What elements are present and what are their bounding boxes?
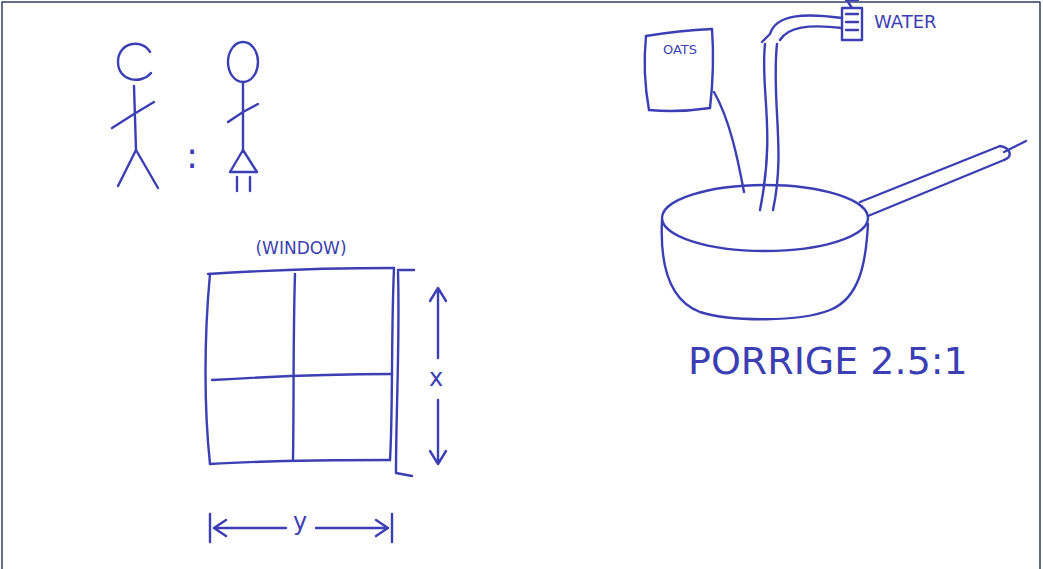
outline-stroke	[212, 374, 392, 380]
leader-line	[714, 92, 744, 192]
packet-label: OATS	[640, 26, 720, 57]
outline-stroke	[646, 29, 712, 36]
dimension-tick	[396, 270, 414, 476]
figure-legs	[237, 177, 250, 191]
outline-stroke	[293, 274, 295, 460]
oats-packet: OATS	[640, 26, 720, 116]
outline-stroke	[390, 268, 394, 460]
recipe-note: PORRIGE 2.5:1	[688, 342, 968, 380]
dimension-line	[396, 272, 399, 472]
figure-head	[228, 42, 258, 82]
outline-stroke	[649, 108, 710, 111]
dimension-arrow	[430, 400, 446, 464]
outline-stroke	[710, 29, 713, 108]
outline-stroke	[208, 268, 394, 274]
figure-arms	[112, 102, 154, 128]
figure-arms	[228, 104, 258, 122]
outline-stroke	[210, 460, 390, 464]
window-heading: (WINDOW)	[198, 238, 404, 258]
dimension-arrow	[316, 520, 388, 536]
tap-spout	[762, 15, 842, 42]
tap-body	[842, 0, 862, 40]
outline-stroke	[645, 36, 649, 110]
outline-stroke	[206, 274, 211, 464]
water-label: WATER	[874, 13, 937, 31]
figure-head	[118, 44, 151, 80]
dimension-arrow	[430, 288, 446, 358]
figure-skirt	[230, 150, 257, 172]
figure-body	[242, 82, 244, 152]
pan-handle	[860, 141, 1026, 216]
window-outline	[198, 238, 404, 472]
figure-legs	[118, 150, 158, 188]
pan-rim	[662, 185, 868, 251]
ratio-sign: :	[186, 138, 198, 174]
window-sketch: (WINDOW)	[198, 238, 404, 472]
dimension-label: y	[293, 510, 307, 534]
figure-body	[134, 86, 136, 150]
pan-body	[662, 220, 868, 319]
packet-outline	[640, 26, 720, 116]
dimension-arrow	[214, 520, 286, 536]
dimension-label: x	[429, 366, 443, 390]
tap-detail	[846, 14, 858, 30]
